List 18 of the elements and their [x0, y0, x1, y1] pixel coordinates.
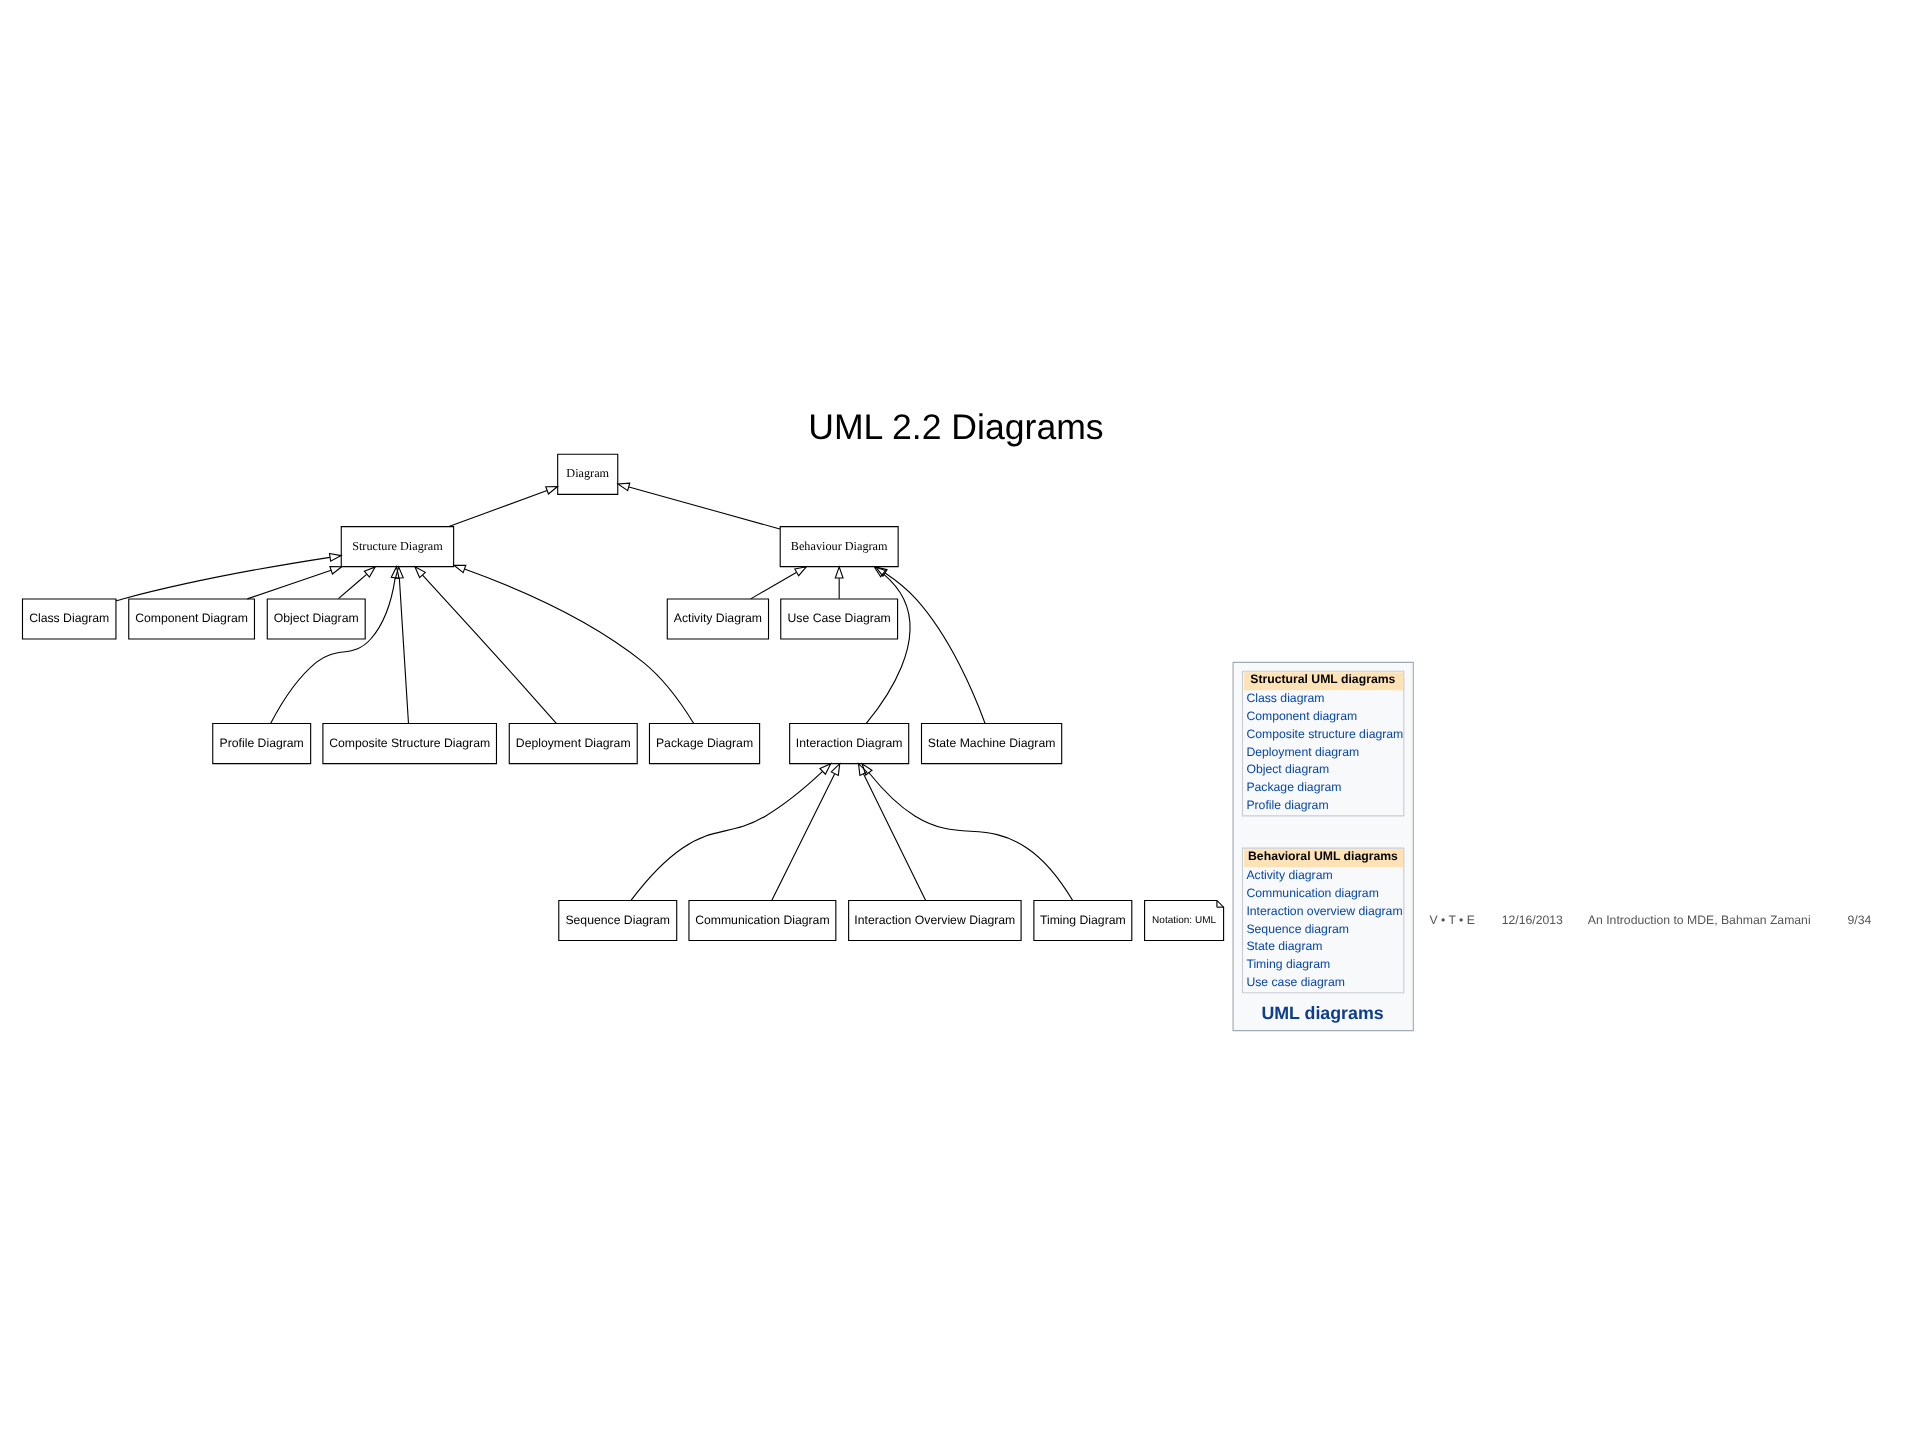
arrow [246, 565, 344, 599]
arrow [874, 565, 986, 723]
arrow [452, 563, 695, 724]
arrow [865, 564, 911, 723]
arrow [413, 564, 557, 723]
arrow [834, 564, 844, 599]
arrow [394, 564, 410, 723]
arrow [616, 481, 781, 529]
arrow [857, 761, 927, 900]
arrow [115, 551, 343, 601]
diagram-title: UML 2.2 Diagrams [808, 406, 1104, 447]
arrow [270, 564, 400, 723]
arrow [448, 484, 560, 527]
arrow [750, 564, 808, 599]
arrow [630, 761, 832, 900]
arrow [771, 761, 841, 900]
arrow [861, 761, 1074, 900]
arrow [337, 564, 377, 599]
